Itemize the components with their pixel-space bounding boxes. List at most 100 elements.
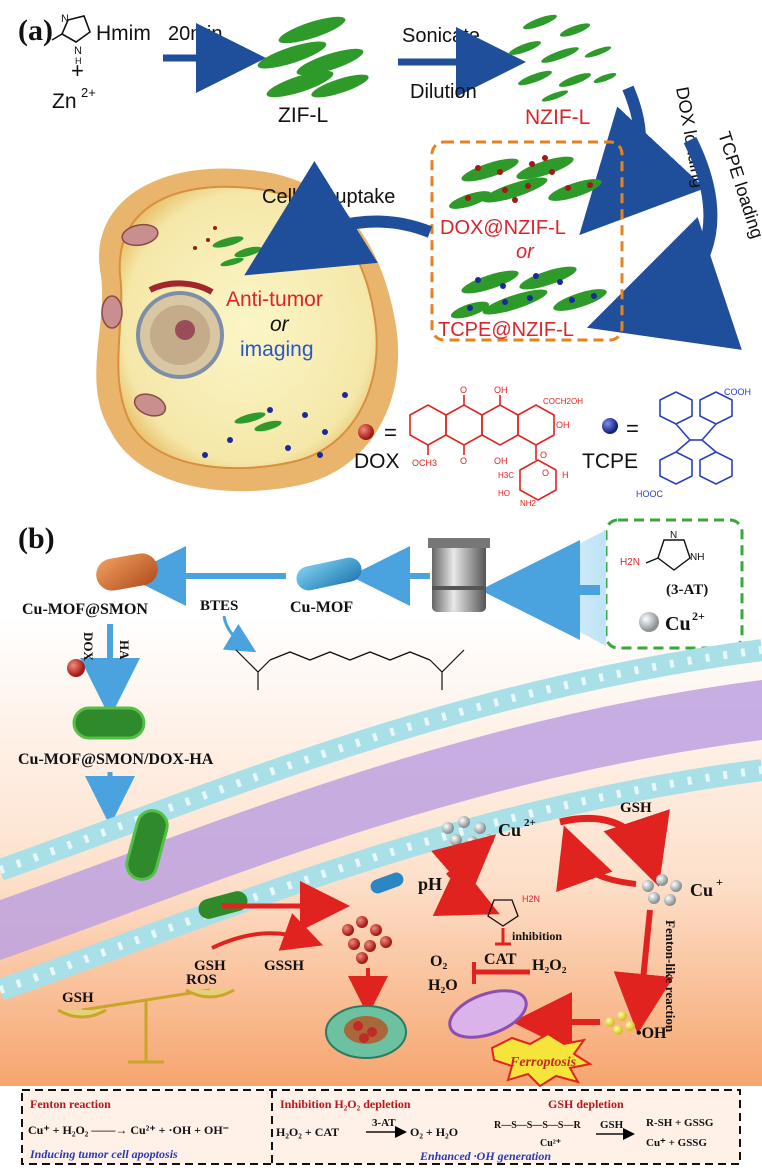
tcpe-label-cooh: COOH (724, 387, 751, 397)
dox-structure (409, 395, 557, 501)
box2-equation-left: H₂O₂ + CAT (276, 1125, 339, 1139)
nucleus (136, 291, 224, 379)
at-h2n: H2N (620, 557, 640, 568)
dox-loaded-sheets (448, 155, 602, 209)
tcpe-legend-label: TCPE (582, 450, 638, 473)
at-b-nh2: H2N (522, 894, 540, 904)
cu2-label: Cu (665, 613, 691, 635)
arrow-btes-structure (222, 615, 257, 653)
panel-b-label: (b) (18, 522, 55, 555)
box3-product1: R-SH + GSSG (646, 1117, 714, 1129)
dox-legend-equals: = (384, 420, 397, 445)
dox-ball-b (67, 659, 85, 677)
cu2-ball (639, 612, 659, 632)
box1-title: Fenton reaction (30, 1097, 111, 1111)
box1-footer: Inducing tumor cell apoptosis (29, 1147, 178, 1161)
dox-label-h: H (562, 470, 569, 480)
dox-label-o3: O (540, 450, 547, 460)
golgi (148, 280, 214, 295)
box3-reactant: R—S—S—S—S—R (494, 1120, 581, 1131)
cu2-cycle-charge: 2+ (524, 817, 536, 829)
ha-label-b: HA (117, 640, 132, 660)
dox-label-oh2: OH (556, 420, 570, 430)
nucleus-b (325, 1005, 407, 1059)
at-n1: N (670, 530, 677, 541)
step-dilution: Dilution (410, 81, 477, 103)
or-label-a: or (516, 241, 535, 263)
or-label-cell: or (270, 313, 290, 336)
dox-label-och3: OCH3 (412, 458, 437, 468)
dox-nzifl-label: DOX@NZIF-L (440, 217, 566, 239)
cu-plus-cluster (642, 874, 682, 906)
at-nh: NH (690, 552, 704, 563)
fenton-like-label: Fenton-like reaction (663, 920, 678, 1033)
released-blue-rod (370, 872, 404, 894)
mitochondria (101, 223, 167, 417)
tcpe-nzifl-label: TCPE@NZIF-L (438, 319, 574, 341)
reagent-zn: Zn (52, 90, 77, 113)
panel-b: (b) N NH H2N (3-AT) Cu 2+ DMF:H₂O Cu-MOF… (0, 518, 762, 1165)
dox-label-o1: O (460, 385, 467, 395)
nzif-l-sheets (508, 14, 617, 102)
loaded-nanoparticles-box (430, 140, 624, 342)
dox-label-oh1: OH (494, 385, 508, 395)
dox-label-ho: HO (498, 489, 510, 498)
cu-mof-smon-rod (96, 553, 158, 591)
box1-equation: Cu⁺ + H₂O₂ ——→ Cu²⁺ + ·OH + OH⁻ (28, 1123, 229, 1137)
dox-label-h3c: H3C (498, 471, 514, 480)
box2-arrow-label: 3-AT (372, 1117, 396, 1129)
reagent-plus: + (71, 58, 84, 83)
box2-title: Inhibition H₂O₂ depletion (280, 1097, 411, 1111)
tcpe-loaded-sheets (450, 266, 607, 319)
box3-product2: Cu⁺ + GSSG (646, 1137, 707, 1149)
btes-label: BTES (200, 598, 238, 614)
inhibition-label: inhibition (512, 929, 562, 943)
dox-label-oh3: OH (494, 456, 508, 466)
cu-mof-rod (296, 557, 362, 591)
box2-equation-right: O₂ + H₂O (410, 1125, 458, 1139)
imidazole-structure (51, 15, 91, 43)
product-zifl: ZIF-L (278, 104, 328, 127)
panel-a: (a) N N H Hmim + Zn 2+ 20min ZIF-L Sonic… (18, 13, 762, 508)
ph-label: pH (418, 874, 442, 894)
tcpe-legend-equals: = (626, 416, 639, 441)
imidazole-h-label: H (75, 56, 82, 66)
box-footer-2: Enhanced ·OH generation (419, 1149, 551, 1163)
cu-mof-smon-label: Cu-MOF@SMON (22, 601, 148, 618)
arrow-cellular-uptake (244, 161, 433, 276)
arrow-dox-loading (579, 85, 705, 236)
gsh-balance-label: GSH (62, 990, 94, 1006)
h2o2-label: H₂O₂ (532, 957, 567, 974)
reaction-summary-box (21, 1089, 741, 1165)
dox-label-coch2oh: COCH2OH (543, 397, 583, 406)
cu2-cycle-label: Cu (498, 820, 521, 840)
cell-particles (193, 226, 348, 458)
dox-label-nh2: NH2 (520, 499, 537, 508)
mitochondrion-b (448, 989, 528, 1039)
product-nzifl: NZIF-L (525, 106, 590, 129)
cancer-cell (96, 168, 399, 492)
arrow-cu-oxidation (556, 825, 637, 893)
gsh-top-label: GSH (620, 800, 652, 816)
reagent-hmim: Hmim (96, 22, 151, 45)
h2o-label: H₂O (428, 977, 458, 994)
imidazole-nh-label: N (74, 45, 82, 57)
imidazole-n-label: N (61, 13, 69, 25)
btes-structure (269, 651, 431, 661)
at-structure-b (487, 899, 519, 927)
ros-label: ROS (186, 972, 217, 988)
box3-cu: Cu²⁺ (540, 1138, 561, 1149)
cu2-charge: 2+ (692, 609, 705, 623)
panel-a-label: (a) (18, 14, 53, 47)
ferroptosis-burst (490, 1032, 593, 1088)
zif-l-sheets (257, 16, 369, 98)
cu-plus-charge: + (716, 875, 723, 889)
autoclave-icon (428, 538, 490, 612)
anti-tumor-label: Anti-tumor (226, 288, 323, 311)
aminotriazole-structure (645, 539, 691, 571)
dox-legend-label: DOX (354, 450, 400, 473)
tcpe-structure (659, 391, 733, 485)
cat-label: CAT (484, 951, 517, 968)
balance-scale (57, 988, 235, 1064)
dox-label-o2: O (460, 456, 467, 466)
